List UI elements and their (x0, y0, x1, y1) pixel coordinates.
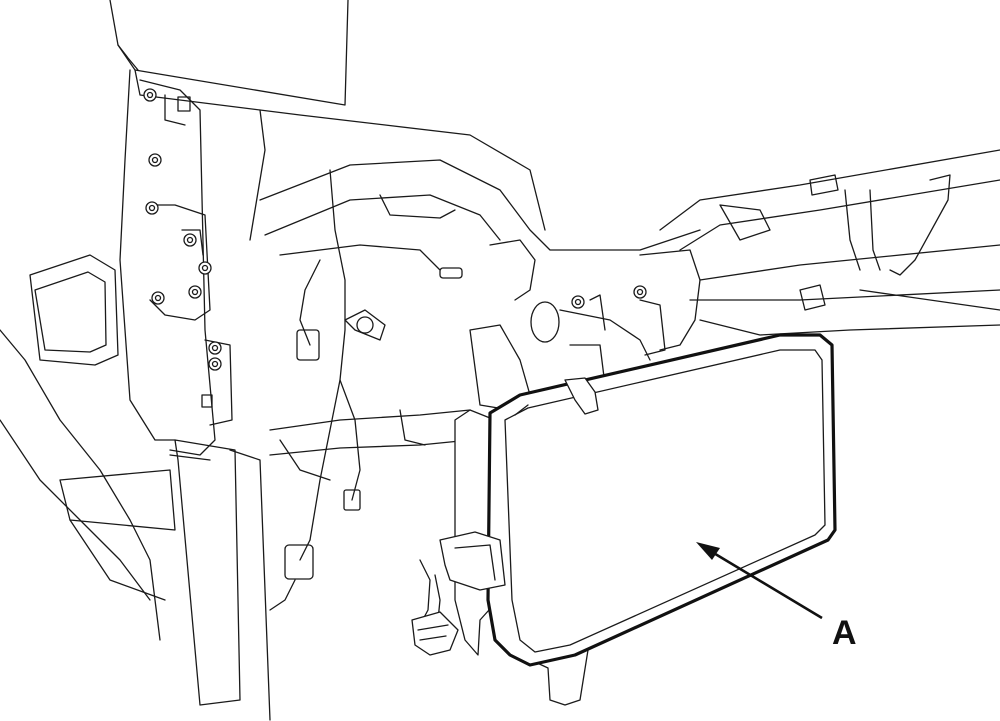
bolt-center (574, 298, 582, 306)
bolt-icon (633, 285, 647, 299)
wiring-harness (269, 169, 361, 611)
bolt-center (191, 288, 199, 296)
bolt-center (148, 204, 156, 212)
bolt-icon (145, 201, 159, 215)
bolt-center (211, 360, 219, 368)
bolt-icon (151, 291, 165, 305)
bolt-icon (183, 233, 197, 247)
bolt-group (143, 88, 647, 371)
crossmember-beam (259, 159, 701, 481)
steering-support-bracket (589, 249, 701, 356)
bolt-icon (571, 295, 585, 309)
bolt-center (211, 344, 219, 352)
callout-label-a: A (832, 614, 857, 652)
bolt-icon (198, 261, 212, 275)
bolt-center (146, 91, 154, 99)
callout-a-leader (696, 542, 823, 620)
bolt-center (154, 294, 162, 302)
bolt-center (151, 156, 159, 164)
bolt-icon (208, 341, 222, 355)
airbag-module (411, 333, 837, 706)
left-mounting-bracket (139, 79, 271, 721)
bolt-center (186, 236, 194, 244)
arrow-head-icon (696, 542, 720, 560)
a-pillar-panel (109, 0, 546, 241)
bolt-icon (188, 285, 202, 299)
bolt-icon (208, 357, 222, 371)
bolt-center (636, 288, 644, 296)
right-dash-frame (659, 149, 1000, 336)
bolt-center (201, 264, 209, 272)
left-body-panel (0, 69, 176, 641)
bolt-icon (143, 88, 157, 102)
bolt-icon (148, 153, 162, 167)
